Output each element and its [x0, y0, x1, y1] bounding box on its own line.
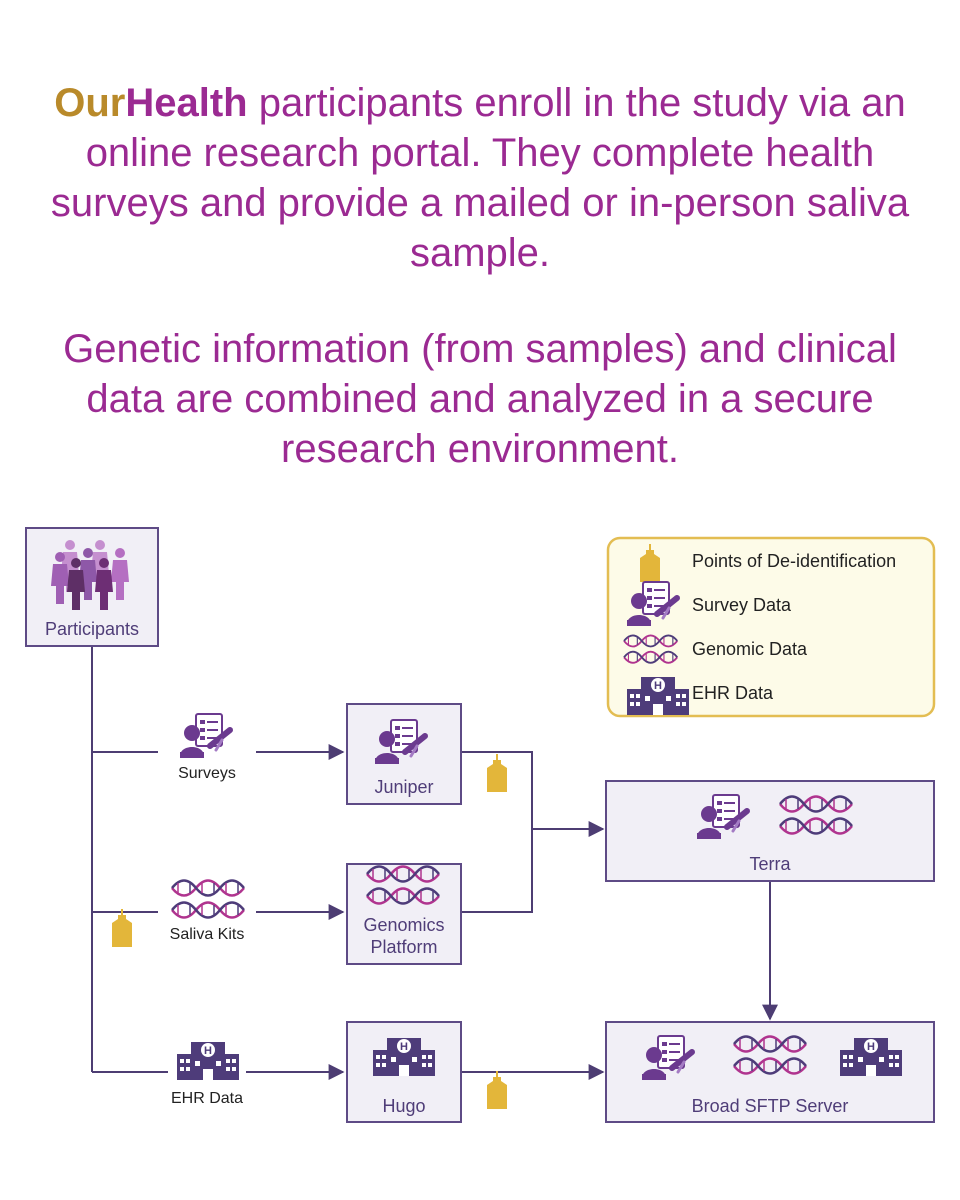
dna-icon	[172, 881, 244, 918]
legend-label: Points of De-identification	[692, 551, 896, 571]
survey-icon	[180, 714, 230, 758]
hospital-icon	[177, 1042, 239, 1080]
surveys-branch: Surveys	[178, 714, 236, 782]
terra-label: Terra	[749, 854, 791, 874]
legend-item-ehr: EHR Data	[627, 677, 774, 715]
hugo-node: Hugo	[346, 1021, 462, 1123]
brand-health: Health	[125, 81, 248, 125]
terra-box	[605, 780, 935, 882]
broad-sftp-server-label: Broad SFTP Server	[692, 1096, 849, 1116]
legend-label: Genomic Data	[692, 639, 808, 659]
legend: Points of De-identification Survey Data …	[606, 536, 936, 718]
intro-paragraph-1: OurHealth participants enroll in the stu…	[40, 78, 920, 278]
genomics-label-line1: Genomics	[363, 915, 444, 935]
legend-box	[606, 536, 936, 718]
intro-text: OurHealth participants enroll in the stu…	[40, 78, 920, 474]
ehr-data-label: EHR Data	[171, 1090, 243, 1107]
connectors	[91, 646, 778, 1080]
ehr-branch: EHR Data	[171, 1042, 243, 1107]
tag-icon	[111, 908, 133, 948]
participants-node: Participants	[25, 527, 159, 647]
terra-node: Terra	[605, 780, 935, 882]
legend-item-survey: Survey Data	[627, 582, 792, 626]
legend-item-genomic: Genomic Data	[624, 635, 808, 662]
broad-sftp-server-node: Broad SFTP Server	[605, 1021, 935, 1123]
legend-label: EHR Data	[692, 683, 774, 703]
juniper-node: Juniper	[346, 703, 462, 805]
merge-line	[461, 751, 533, 913]
saliva-kits-label: Saliva Kits	[170, 926, 245, 943]
juniper-label: Juniper	[374, 777, 433, 797]
participants-label: Participants	[45, 619, 139, 639]
legend-label: Survey Data	[692, 595, 792, 615]
intro-paragraph-2: Genetic information (from samples) and c…	[63, 327, 897, 471]
tag-icon	[486, 1070, 508, 1110]
saliva-branch: Saliva Kits	[111, 881, 245, 948]
hugo-label: Hugo	[382, 1096, 425, 1116]
legend-item-deidentification: Points of De-identification	[639, 543, 896, 583]
genomics-platform-node: Genomics Platform	[346, 863, 462, 965]
intro-paragraph-1-text: participants enroll in the study via an …	[50, 81, 910, 275]
brand-our: Our	[54, 81, 126, 125]
tag-icon	[486, 753, 508, 793]
surveys-label: Surveys	[178, 765, 236, 782]
genomics-label-line2: Platform	[370, 937, 437, 957]
